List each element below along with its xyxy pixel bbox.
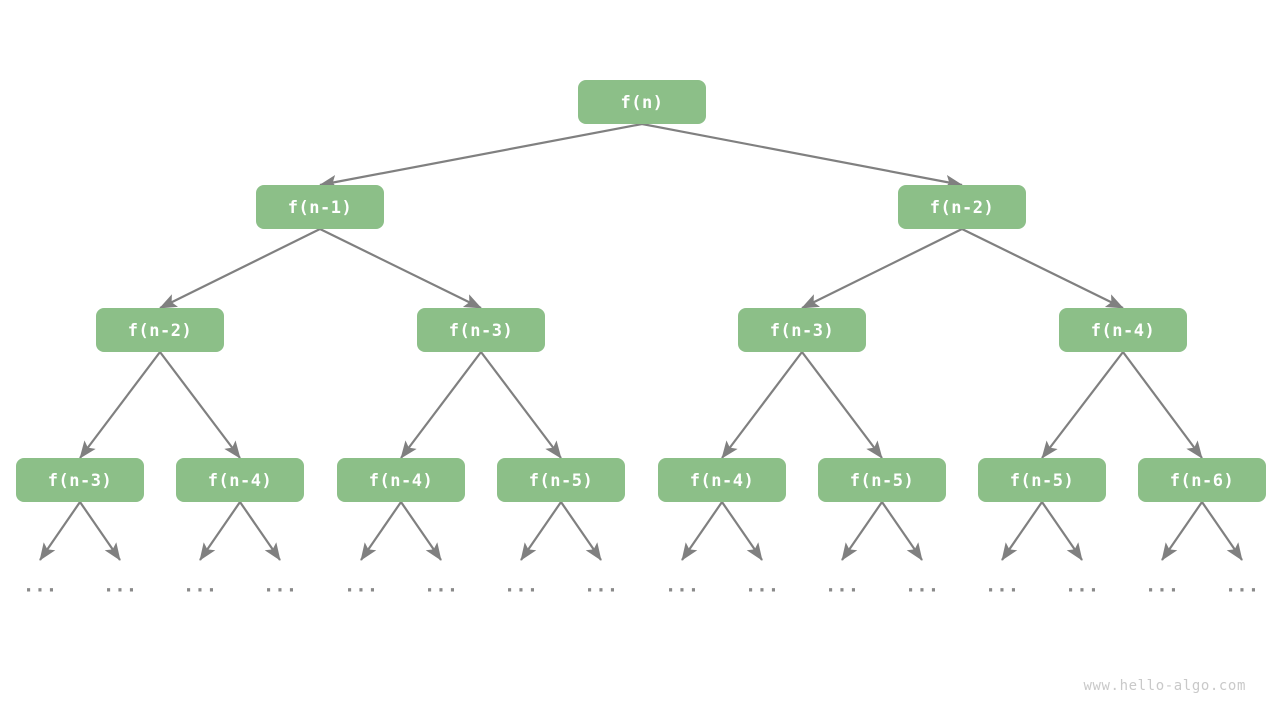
- tree-edge: [159, 351, 241, 459]
- tree-edge: [159, 228, 321, 309]
- tree-edge: [480, 351, 562, 459]
- tree-edge: [1161, 501, 1203, 561]
- tree-edge: [560, 501, 602, 561]
- tree-ellipsis: ...: [23, 575, 57, 597]
- tree-node-label: f(n-2): [930, 198, 994, 218]
- tree-node-box: [256, 185, 384, 229]
- nodes-layer: f(n) f(n-1) f(n-2) f(n-2) f(n-3) f(n-3) f(n-4)…: [16, 80, 1266, 502]
- tree-node-label: f(n-5): [1010, 471, 1074, 491]
- tree-node-box: [497, 458, 625, 502]
- tree-node-box: [818, 458, 946, 502]
- tree-ellipsis: ...: [665, 575, 699, 597]
- tree-edge: [319, 228, 482, 309]
- tree-edge: [400, 501, 442, 561]
- tree-edge: [79, 501, 121, 561]
- tree-node-box: [337, 458, 465, 502]
- tree-edge: [1122, 351, 1203, 459]
- tree-edge: [801, 351, 883, 459]
- tree-edge: [319, 122, 643, 189]
- tree-ellipsis: ...: [905, 575, 939, 597]
- tree-ellipsis: ...: [584, 575, 618, 597]
- tree-edge: [360, 501, 402, 561]
- tree-node[interactable]: f(n-6): [1138, 458, 1266, 502]
- tree-ellipsis: ...: [745, 575, 779, 597]
- tree-edge: [721, 351, 803, 459]
- tree-edge: [199, 501, 241, 561]
- tree-node[interactable]: f(n): [578, 80, 706, 124]
- tree-ellipsis: ...: [1225, 575, 1259, 597]
- tree-node[interactable]: f(n-3): [738, 308, 866, 352]
- tree-edge: [1041, 351, 1124, 459]
- tree-node[interactable]: f(n-4): [658, 458, 786, 502]
- tree-node-label: f(n-3): [770, 321, 834, 341]
- tree-node[interactable]: f(n-2): [898, 185, 1026, 229]
- tree-edge: [801, 228, 963, 309]
- tree-node[interactable]: f(n-3): [16, 458, 144, 502]
- tree-ellipsis: ...: [103, 575, 137, 597]
- tree-edge: [1001, 501, 1043, 561]
- tree-node-label: f(n-5): [529, 471, 593, 491]
- tree-node-box: [978, 458, 1106, 502]
- tree-node-box: [738, 308, 866, 352]
- tree-edge: [881, 501, 923, 561]
- tree-ellipsis: ...: [504, 575, 538, 597]
- tree-edge: [681, 501, 723, 561]
- tree-node[interactable]: f(n-4): [176, 458, 304, 502]
- tree-edge: [400, 351, 482, 459]
- tree-ellipsis: ...: [183, 575, 217, 597]
- tree-ellipsis: ...: [1145, 575, 1179, 597]
- tree-edge: [1201, 501, 1243, 561]
- tree-node[interactable]: f(n-5): [818, 458, 946, 502]
- tree-node-box: [898, 185, 1026, 229]
- tree-node-label: f(n-5): [850, 471, 914, 491]
- tree-node-box: [16, 458, 144, 502]
- tree-node[interactable]: f(n-4): [1059, 308, 1187, 352]
- tree-node-label: f(n-4): [690, 471, 754, 491]
- tree-node[interactable]: f(n-5): [497, 458, 625, 502]
- tree-node-label: f(n-4): [1091, 321, 1155, 341]
- tree-edge: [721, 501, 763, 561]
- tree-edge: [641, 122, 963, 189]
- tree-node-label: f(n): [621, 93, 664, 113]
- tree-ellipsis: ...: [1065, 575, 1099, 597]
- tree-node[interactable]: f(n-4): [337, 458, 465, 502]
- tree-node[interactable]: f(n-5): [978, 458, 1106, 502]
- tree-node-label: f(n-3): [48, 471, 112, 491]
- tree-node-box: [176, 458, 304, 502]
- tree-node-box: [96, 308, 224, 352]
- tree-edge: [39, 501, 81, 561]
- tree-node-box: [1138, 458, 1266, 502]
- tree-edge: [239, 501, 281, 561]
- tree-edge: [841, 501, 883, 561]
- tree-edge: [961, 228, 1124, 309]
- tree-edge: [79, 351, 161, 459]
- tree-node-box: [1059, 308, 1187, 352]
- tree-ellipsis: ...: [344, 575, 378, 597]
- edges-layer: [39, 122, 1243, 561]
- tree-node-box: [578, 80, 706, 124]
- tree-node-label: f(n-6): [1170, 471, 1234, 491]
- tree-node[interactable]: f(n-1): [256, 185, 384, 229]
- tree-edge: [1041, 501, 1083, 561]
- tree-ellipsis: ...: [825, 575, 859, 597]
- tree-ellipsis: ...: [985, 575, 1019, 597]
- ellipsis-layer: ........................................…: [23, 575, 1259, 597]
- tree-node-label: f(n-3): [449, 321, 513, 341]
- tree-edge: [520, 501, 562, 561]
- tree-node[interactable]: f(n-3): [417, 308, 545, 352]
- tree-node-label: f(n-1): [288, 198, 352, 218]
- tree-ellipsis: ...: [263, 575, 297, 597]
- tree-ellipsis: ...: [424, 575, 458, 597]
- watermark-label: www.hello-algo.com: [1083, 678, 1246, 694]
- tree-node-label: f(n-4): [208, 471, 272, 491]
- tree-node-box: [417, 308, 545, 352]
- tree-node[interactable]: f(n-2): [96, 308, 224, 352]
- tree-node-box: [658, 458, 786, 502]
- tree-node-label: f(n-4): [369, 471, 433, 491]
- tree-node-label: f(n-2): [128, 321, 192, 341]
